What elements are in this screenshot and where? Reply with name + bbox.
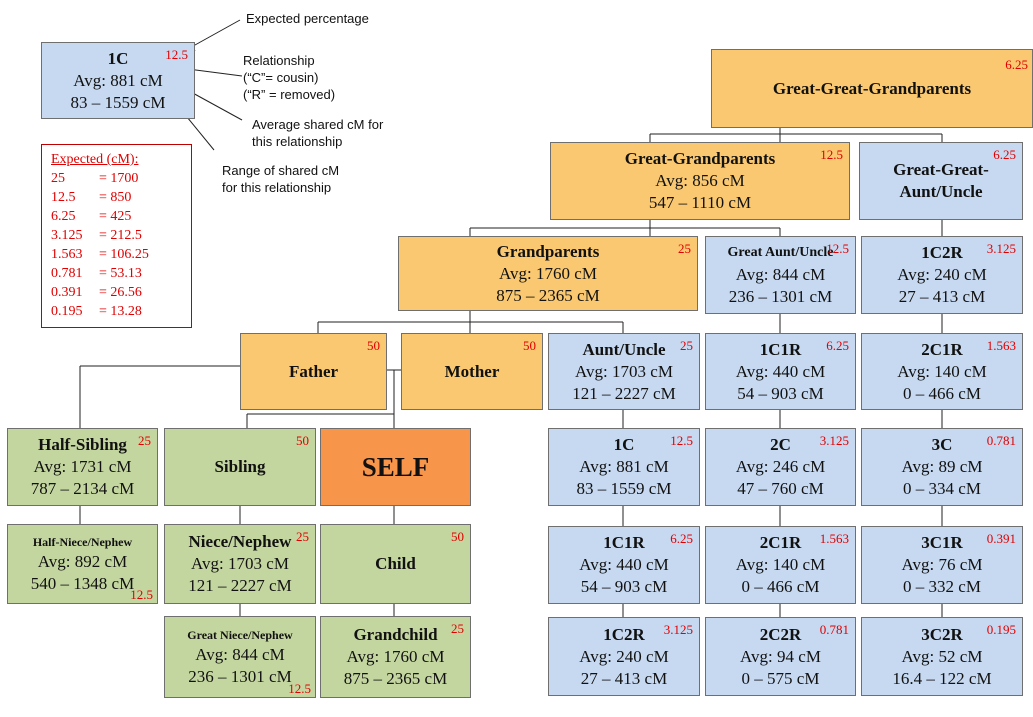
node-2c2r: 2C2R Avg: 94 cM 0 – 575 cM 0.781 — [705, 617, 856, 696]
table-row: 3.125= 212.5 — [51, 228, 142, 243]
example-pct: 12.5 — [165, 47, 188, 62]
node-grandchild: Grandchild Avg: 1760 cM 875 – 2365 cM 25 — [320, 616, 471, 698]
table-row: 0.781= 53.13 — [51, 266, 142, 281]
node-1c2r-top: 1C2R Avg: 240 cM 27 – 413 cM 3.125 — [861, 236, 1023, 314]
node-grandparents: Grandparents Avg: 1760 cM 875 – 2365 cM … — [398, 236, 698, 311]
node-half-sibling: Half-Sibling Avg: 1731 cM 787 – 2134 cM … — [7, 428, 158, 506]
table-row: 25= 1700 — [51, 171, 139, 186]
node-mother: Mother 50 — [401, 333, 543, 410]
node-half-niece-nephew: Half-Niece/Nephew Avg: 892 cM 540 – 1348… — [7, 524, 158, 604]
node-great-great-aunt-uncle: Great-Great- Aunt/Uncle 6.25 — [859, 142, 1023, 220]
node-1c1r-mid: 1C1R Avg: 440 cM 54 – 903 cM 6.25 — [705, 333, 856, 410]
node-great-grandparents: Great-Grandparents Avg: 856 cM 547 – 111… — [550, 142, 850, 220]
table-row: 12.5= 850 — [51, 190, 132, 205]
node-2c1r-mid: 2C1R Avg: 140 cM 0 – 466 cM 1.563 — [861, 333, 1023, 410]
table-row: 0.195= 13.28 — [51, 304, 142, 319]
node-great-niece-nephew: Great Niece/Nephew Avg: 844 cM 236 – 130… — [164, 616, 316, 698]
table-row: 1.563= 106.25 — [51, 247, 149, 262]
example-node-1c: 1C Avg: 881 cM 83 – 1559 cM 12.5 — [41, 42, 195, 119]
table-row: 0.391= 26.56 — [51, 285, 142, 300]
node-father: Father 50 — [240, 333, 387, 410]
node-self: SELF — [320, 428, 471, 506]
node-2c1r: 2C1R Avg: 140 cM 0 – 466 cM 1.563 — [705, 526, 856, 604]
node-1c: 1C Avg: 881 cM 83 – 1559 cM 12.5 — [548, 428, 700, 506]
node-aunt-uncle: Aunt/Uncle Avg: 1703 cM 121 – 2227 cM 25 — [548, 333, 700, 410]
example-avg: Avg: 881 cM — [73, 70, 163, 90]
node-2c: 2C Avg: 246 cM 47 – 760 cM 3.125 — [705, 428, 856, 506]
note-relationship: Relationship (“C”= cousin) (“R” = remove… — [243, 53, 336, 102]
node-1c1r: 1C1R Avg: 440 cM 54 – 903 cM 6.25 — [548, 526, 700, 604]
node-great-aunt-uncle: Great Aunt/Uncle Avg: 844 cM 236 – 1301 … — [705, 236, 856, 314]
node-3c2r: 3C2R Avg: 52 cM 16.4 – 122 cM 0.195 — [861, 617, 1023, 696]
note-average: Average shared cM for this relationship — [252, 117, 384, 149]
expected-cm-table: Expected (cM): 25= 1700 12.5= 850 6.25= … — [41, 144, 192, 328]
node-3c: 3C Avg: 89 cM 0 – 334 cM 0.781 — [861, 428, 1023, 506]
expected-table-title: Expected (cM): — [51, 152, 139, 167]
node-3c1r: 3C1R Avg: 76 cM 0 – 332 cM 0.391 — [861, 526, 1023, 604]
node-child: Child 50 — [320, 524, 471, 604]
node-great-great-grandparents: Great-Great-Grandparents 6.25 — [711, 49, 1033, 128]
table-row: 6.25= 425 — [51, 209, 132, 224]
node-1c2r: 1C2R Avg: 240 cM 27 – 413 cM 3.125 — [548, 617, 700, 696]
note-expected-percentage: Expected percentage — [246, 11, 369, 26]
note-range: Range of shared cM for this relationship — [222, 163, 340, 195]
node-sibling: Sibling 50 — [164, 428, 316, 506]
node-niece-nephew: Niece/Nephew Avg: 1703 cM 121 – 2227 cM … — [164, 524, 316, 604]
example-range: 83 – 1559 cM — [70, 92, 166, 112]
example-title: 1C — [107, 48, 129, 68]
